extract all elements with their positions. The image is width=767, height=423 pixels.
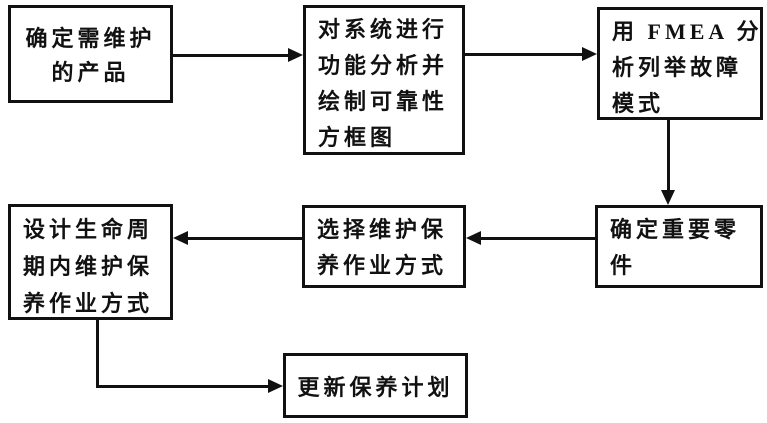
box-text-line: 绘制可靠性 [318, 89, 449, 114]
arrow-line-b4-b5 [480, 237, 595, 240]
flow-box-determine-product: 确定需维护 的产品 [8, 5, 173, 103]
box-text-line: 模式 [612, 91, 665, 116]
arrow-line-b2-b3 [465, 53, 584, 56]
box-text-line: 期内维护保 [23, 254, 154, 279]
box-text-line: 设计生命周 [23, 217, 154, 242]
arrowhead-down-icon [661, 190, 675, 205]
box-text-line: 确定需维护 [25, 26, 156, 51]
arrowhead-right-icon [582, 47, 597, 61]
arrowhead-left-icon [173, 231, 188, 245]
box-text-line: 选择维护保 [317, 217, 448, 242]
box-text-line: 件 [610, 253, 637, 278]
arrowhead-right-icon [268, 379, 283, 393]
flow-box-important-parts: 确定重要零 件 [595, 205, 763, 288]
flow-box-select-maintenance: 选择维护保 养作业方式 [302, 205, 466, 288]
arrow-line-b1-b2 [173, 54, 290, 57]
box-text-line: 析列举故障 [612, 55, 743, 80]
flow-box-update-plan: 更新保养计划 [283, 353, 468, 418]
arrowhead-right-icon [288, 48, 303, 62]
box-text-line: 养作业方式 [317, 253, 448, 278]
box-text-line: 对系统进行 [318, 17, 449, 42]
box-text-line: 的产品 [51, 60, 130, 85]
flow-box-system-analysis: 对系统进行 功能分析并 绘制可靠性 方框图 [303, 5, 465, 155]
arrow-line-b3-b4 [667, 120, 670, 192]
box-text-line: 确定重要零 [610, 217, 741, 242]
box-text-line: 方框图 [318, 125, 397, 150]
box-text-line: 功能分析并 [318, 53, 449, 78]
flow-box-lifecycle-design: 设计生命周 期内维护保 养作业方式 [8, 204, 173, 320]
flow-box-fmea-analysis: 用 FMEA 分 析列举故障 模式 [597, 7, 763, 120]
arrow-line-b6-b7-vertical [96, 320, 99, 388]
box-text-line: 用 FMEA 分 [612, 19, 763, 44]
arrowhead-left-icon [466, 231, 481, 245]
arrow-line-b6-b7-horizontal [96, 385, 268, 388]
arrow-line-b5-b6 [187, 237, 302, 240]
box-text-line: 养作业方式 [23, 291, 154, 316]
box-text-line: 更新保养计划 [297, 374, 454, 400]
